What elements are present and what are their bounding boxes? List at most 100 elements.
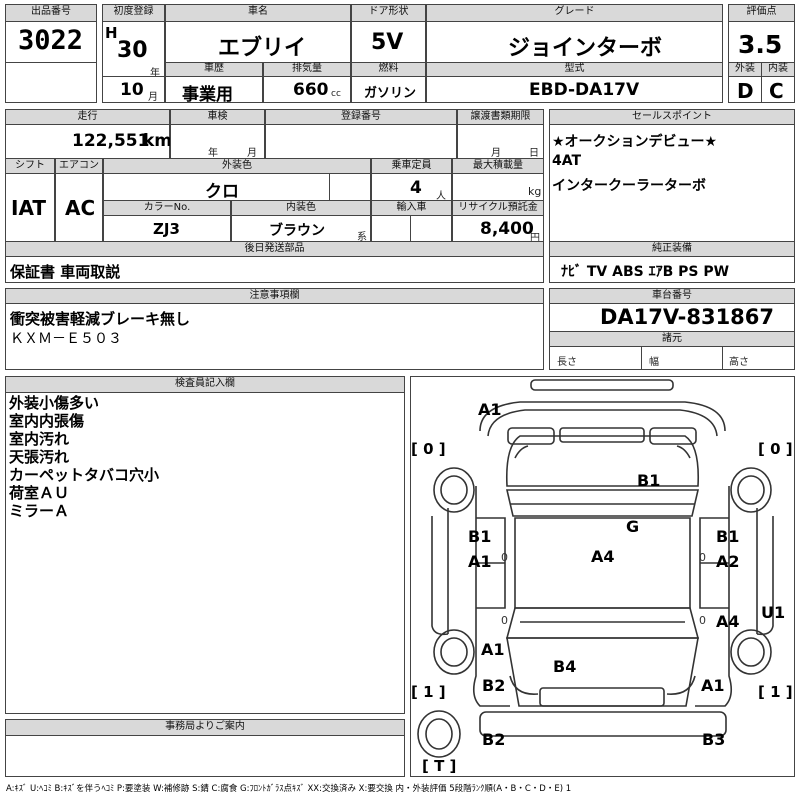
recycle-unit: 円 (530, 233, 540, 244)
damage-mark-right-door-2: A2 (716, 552, 740, 571)
sales-point-2: 4AT (552, 153, 582, 169)
reg-no-header: 登録番号 (265, 109, 457, 125)
height-cell (722, 346, 795, 370)
car-name-value: エブリイ (218, 36, 307, 61)
damage-mark-windshield: G (626, 517, 640, 536)
interior-grade-value: C (769, 79, 784, 103)
fuel-header: 燃料 (351, 62, 426, 77)
legend-text: A:ｷｽﾞ U:ﾍｺﾐ B:ｷｽﾞを伴うﾍｺﾐ P:要塗装 W:補修跡 S:錆 … (6, 784, 572, 794)
tire-bracket-rear-left: [ 1 ] (411, 683, 446, 701)
damage-mark-front: A1 (478, 400, 502, 419)
notes-line-1: 衝突被害軽減ブレーキ無し (10, 310, 191, 328)
displacement-header: 排気量 (263, 62, 351, 77)
inspector-note-item: ミラーＡ (9, 502, 70, 520)
damage-mark-left-rear-2: B2 (482, 676, 506, 695)
office-header: 事務局よりご案内 (5, 719, 405, 736)
length-label: 長さ (557, 357, 577, 368)
month-unit: 月 (148, 92, 158, 103)
tire-bracket-spare: [ T ] (422, 757, 457, 775)
inspector-header: 検査員記入欄 (5, 376, 405, 393)
capacity-unit: 人 (436, 191, 446, 202)
era-mark: H (105, 24, 118, 42)
notes-header: 注意事項欄 (5, 288, 544, 304)
insp-year-unit: 年 (208, 148, 218, 159)
shift-header: シフト (5, 158, 55, 174)
transfer-month-unit: 月 (491, 148, 501, 159)
displacement-value: 660 (293, 80, 329, 100)
color-no-value: ZJ3 (153, 220, 180, 238)
shift-value: IAT (11, 196, 47, 220)
damage-mark-rear-bumper-right: B3 (702, 730, 726, 749)
svg-text:0: 0 (699, 551, 706, 564)
lot-no-header: 出品番号 (5, 4, 97, 22)
damage-mark-rear-bumper-left: B2 (482, 730, 506, 749)
notes-cell (5, 303, 544, 370)
aircon-value: AC (65, 196, 96, 220)
delivery-cell (5, 256, 544, 283)
damage-mark-hood: B1 (637, 471, 661, 490)
capacity-header: 乗車定員 (371, 158, 452, 174)
exterior-header: 外装 (728, 62, 762, 77)
color-no-header: カラーNo. (103, 200, 231, 216)
car-diagram (410, 376, 795, 777)
model-header: 型式 (426, 62, 723, 77)
inspector-note-item: 室内汚れ (9, 430, 70, 448)
damage-mark-left-door-2: A1 (468, 552, 492, 571)
int-grade-cell (761, 76, 795, 103)
damage-mark-right-side: U1 (761, 603, 786, 622)
exterior-grade-value: D (737, 79, 754, 103)
notes-line-2: ＫＸＭ－Ｅ５０３ (10, 331, 122, 347)
history-cell (165, 76, 263, 103)
damage-mark-left-door-1: B1 (468, 527, 492, 546)
svg-text:0: 0 (501, 551, 508, 564)
first-reg-month: 10 (120, 80, 144, 100)
fuel-cell (351, 76, 426, 103)
insp-month-unit: 月 (247, 148, 257, 159)
ext-color-extra (329, 173, 371, 201)
capacity-value: 4 (410, 178, 422, 198)
score-value: 3.5 (738, 30, 783, 59)
equipment-value: ﾅﾋﾞ TV ABS ｴｱB PS PW (561, 264, 730, 280)
recycle-header: リサイクル預託金 (452, 200, 544, 216)
height-label: 高さ (729, 357, 749, 368)
ext-color-header: 外装色 (103, 158, 371, 174)
km-unit: km (143, 131, 173, 151)
lot-no-value: 3022 (18, 25, 84, 56)
import-cell-b (410, 215, 452, 242)
chassis-header: 車台番号 (549, 288, 795, 304)
damage-mark-right-rear-lower: A1 (701, 676, 725, 695)
sales-point-header: セールスポイント (549, 109, 795, 125)
transfer-header: 譲渡書類期限 (457, 109, 544, 125)
import-header: 輸入車 (371, 200, 452, 216)
svg-text:0: 0 (501, 614, 508, 627)
car-outline: 0 0 0 0 (410, 376, 795, 777)
sales-point-3: インタークーラーターボ (552, 178, 706, 194)
car-name-header: 車名 (165, 4, 351, 22)
damage-mark-tailgate: B4 (553, 657, 577, 676)
grade-value: ジョインターボ (508, 36, 663, 61)
grade-header: グレード (426, 4, 723, 22)
inspector-note-item: 外装小傷多い (9, 394, 100, 412)
inspector-note-item: 室内内張傷 (9, 412, 85, 430)
aircon-header: エアコン (55, 158, 103, 174)
door-value: 5V (371, 30, 404, 55)
delivery-header: 後日発送部品 (5, 241, 544, 257)
reg-no-cell (265, 124, 457, 159)
inspector-note-item: カーペットタバコ穴小 (9, 466, 160, 484)
first-reg-year: 30 (117, 38, 148, 63)
history-header: 車歴 (165, 62, 263, 77)
int-color-value: ブラウン (269, 223, 325, 239)
recycle-value: 8,400 (480, 219, 534, 239)
damage-mark-right-door-1: B1 (716, 527, 740, 546)
cc-unit: cc (331, 89, 341, 99)
load-unit: kg (528, 185, 542, 198)
mileage-header: 走行 (5, 109, 170, 125)
door-header: ドア形状 (351, 4, 426, 22)
inspection-header: 車検 (170, 109, 265, 125)
tire-bracket-front-right: [ 0 ] (758, 440, 793, 458)
tire-bracket-front-left: [ 0 ] (411, 440, 446, 458)
inspector-note-item: 天張汚れ (9, 448, 70, 466)
tire-bracket-rear-right: [ 1 ] (758, 683, 793, 701)
model-value: EBD-DA17V (529, 80, 640, 100)
